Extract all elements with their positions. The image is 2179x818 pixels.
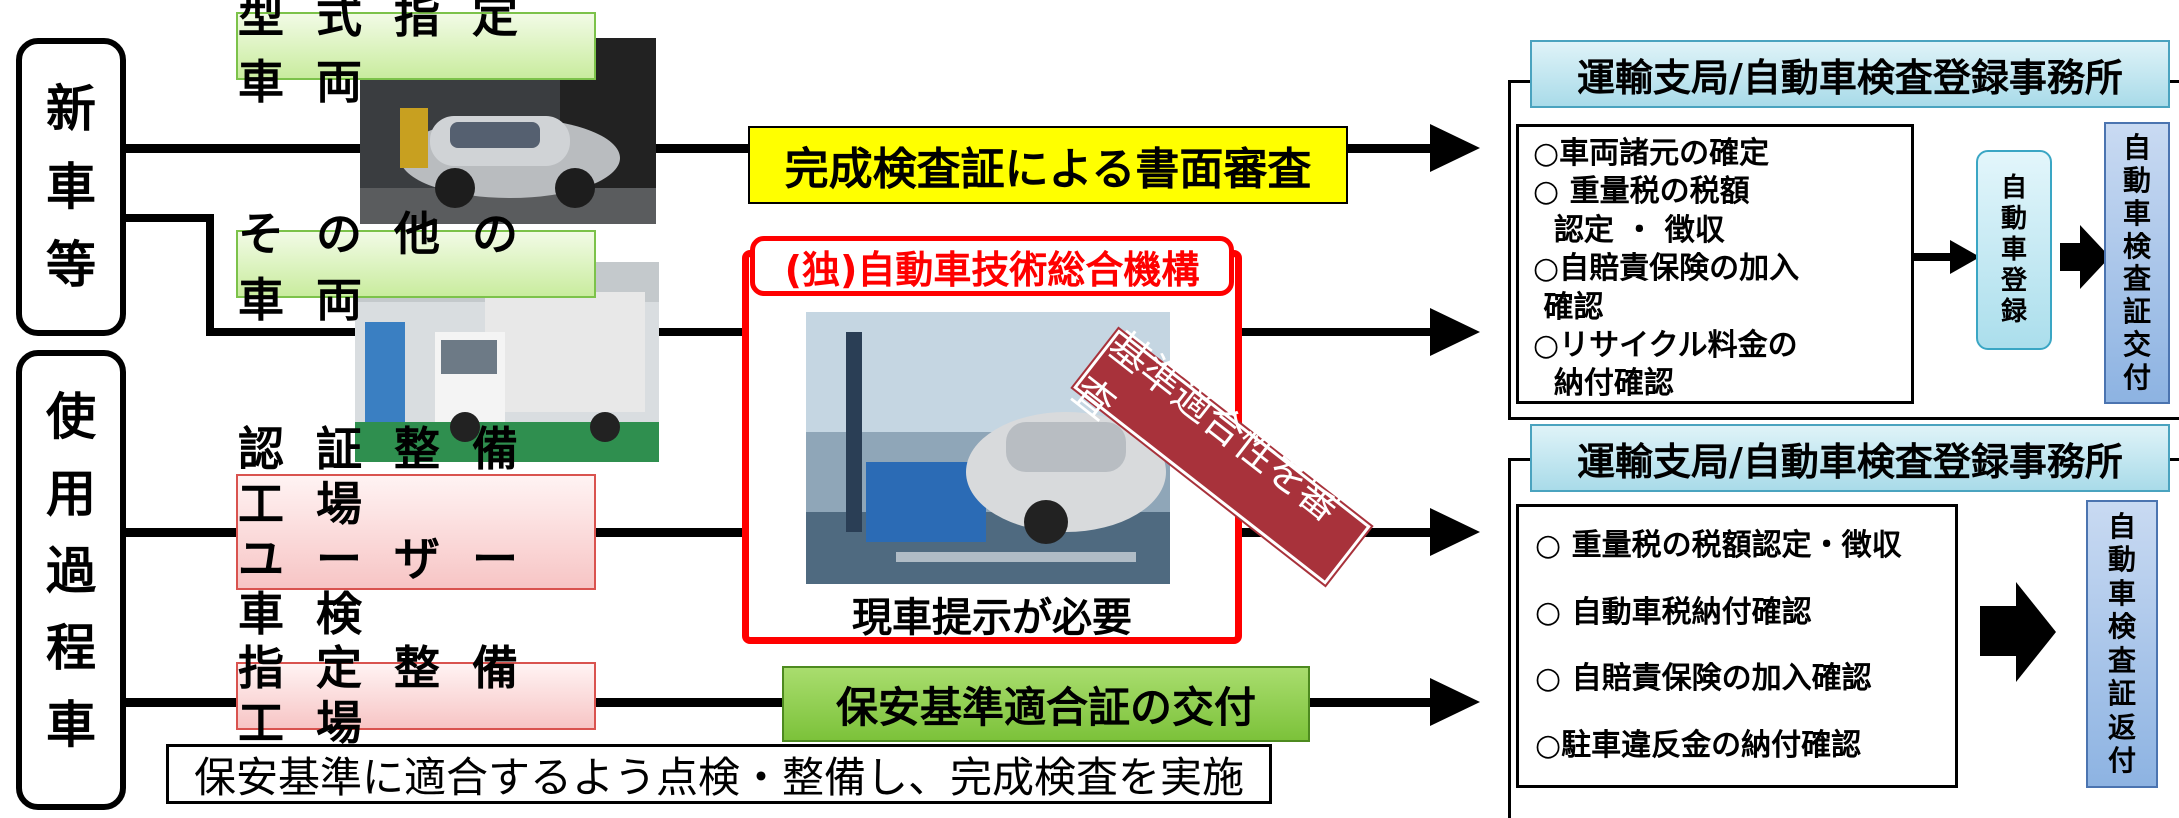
certified-shop-text: 認 証 整 備 工 場 xyxy=(238,421,527,531)
arrow-other-vehicles xyxy=(1430,308,1480,356)
bottom-office-title: 運輸支局/自動車検査登録事務所 xyxy=(1530,424,2170,492)
issue-char-7: 交 xyxy=(2122,327,2151,361)
bottom-item-4: ○駐車違反金の納付確認 xyxy=(1535,727,1862,763)
return-char-2: 動 xyxy=(2107,543,2136,577)
crash-test-photo xyxy=(360,38,656,224)
new-vehicle-char-3: 等 xyxy=(46,236,96,294)
issue-char-4: 検 xyxy=(2122,229,2151,263)
arrow-designated-shop xyxy=(1430,678,1480,726)
issue-char-3: 車 xyxy=(2122,196,2151,230)
top-item-5: 確認 xyxy=(1533,289,1604,325)
flow-line-other-step-a xyxy=(126,214,214,222)
certificate-issue-box: 保安基準適合証の交付 xyxy=(782,666,1310,742)
bottom-office-items: ○ 重量税の税額認定・徴収 ○ 自動車税納付確認 ○ 自賠責保険の加入確認 ○駐… xyxy=(1516,504,1958,788)
flow-line-other-step-b xyxy=(206,214,214,336)
registration-char-4: 登 xyxy=(2000,266,2027,297)
top-item-4: ○自賠責保険の加入 xyxy=(1533,251,1800,287)
arrow-to-registration-line xyxy=(1912,253,1952,261)
registration-char-3: 車 xyxy=(2000,234,2027,265)
in-use-char-1: 使 xyxy=(46,387,96,446)
top-item-2: ○ 重量税の税額 xyxy=(1533,174,1750,210)
return-char-5: 査 xyxy=(2107,643,2136,677)
issue-char-1: 自 xyxy=(2122,131,2151,165)
arrow-to-issue-line xyxy=(2060,243,2082,271)
in-use-char-3: 過 xyxy=(46,541,96,600)
arrow-type-designated xyxy=(1430,124,1480,172)
arrow-to-return-line xyxy=(1980,606,2018,656)
inspection-cert-return-box: 自 動 車 検 査 証 返 付 xyxy=(2086,500,2158,788)
issue-char-2: 動 xyxy=(2122,164,2151,198)
registration-char-5: 録 xyxy=(2000,297,2027,328)
flow-line-designated-shop xyxy=(126,698,1432,707)
registration-box: 自 動 車 登 録 xyxy=(1976,150,2052,350)
in-use-vehicle-box: 使 用 過 程 車 xyxy=(16,350,126,810)
return-char-7: 返 xyxy=(2107,710,2136,744)
document-review-box: 完成検査証による書面審査 xyxy=(748,126,1348,204)
top-office-items: ○車両諸元の確定 ○ 重量税の税額 認定 ・ 徴収 ○自賠責保険の加入 確認 ○… xyxy=(1516,124,1914,404)
inspection-cert-issue-box: 自 動 車 検 査 証 交 付 xyxy=(2104,122,2170,404)
vehicle-required-text: 現車提示が必要 xyxy=(852,595,1132,641)
registration-char-1: 自 xyxy=(2000,172,2027,203)
in-use-char-2: 用 xyxy=(46,464,96,523)
arrow-certified-shop xyxy=(1430,508,1480,556)
arrow-to-return-head xyxy=(2016,582,2056,682)
return-char-6: 証 xyxy=(2107,677,2136,711)
return-char-8: 付 xyxy=(2107,744,2136,778)
designated-shop-label: 指 定 整 備 工 場 xyxy=(236,641,596,750)
in-use-char-5: 車 xyxy=(46,696,96,755)
issue-char-5: 査 xyxy=(2122,262,2151,296)
return-char-3: 車 xyxy=(2107,576,2136,610)
bottom-item-3: ○ 自賠責保険の加入確認 xyxy=(1535,661,1872,697)
arrow-to-registration-head xyxy=(1950,240,1980,274)
new-vehicle-char-1: 新 xyxy=(46,80,96,138)
top-item-3: 認定 ・ 徴収 xyxy=(1533,212,1725,248)
top-item-6: ○リサイクル料金の xyxy=(1533,327,1798,363)
top-item-7: 納付確認 xyxy=(1533,366,1674,402)
registration-char-2: 動 xyxy=(2000,203,2027,234)
new-vehicle-box: 新 車 等 xyxy=(16,38,126,336)
other-vehicles-label: そ の 他 の 車 両 xyxy=(236,207,596,327)
top-item-1: ○車両諸元の確定 xyxy=(1533,136,1770,171)
user-inspection-text: ユ ー ザ ー 車 検 xyxy=(238,532,527,642)
return-char-1: 自 xyxy=(2107,509,2136,543)
issue-char-8: 付 xyxy=(2122,360,2151,394)
return-char-4: 検 xyxy=(2107,610,2136,644)
certified-shop-label: 認 証 整 備 工 場 ユ ー ザ ー 車 検 xyxy=(236,422,596,641)
maintenance-note: 保安基準に適合するよう点検・整備し、完成検査を実施 xyxy=(166,744,1272,804)
new-vehicle-char-2: 車 xyxy=(46,158,96,216)
type-designated-label: 型 式 指 定 車 両 xyxy=(236,0,596,109)
issue-char-6: 証 xyxy=(2122,295,2151,329)
top-office-title: 運輸支局/自動車検査登録事務所 xyxy=(1530,40,2170,108)
in-use-char-4: 程 xyxy=(46,619,96,678)
bottom-item-2: ○ 自動車税納付確認 xyxy=(1535,594,1812,630)
bottom-item-1: ○ 重量税の税額認定・徴収 xyxy=(1535,528,1902,564)
agency-title: (独)自動車技術総合機構 xyxy=(750,236,1234,296)
